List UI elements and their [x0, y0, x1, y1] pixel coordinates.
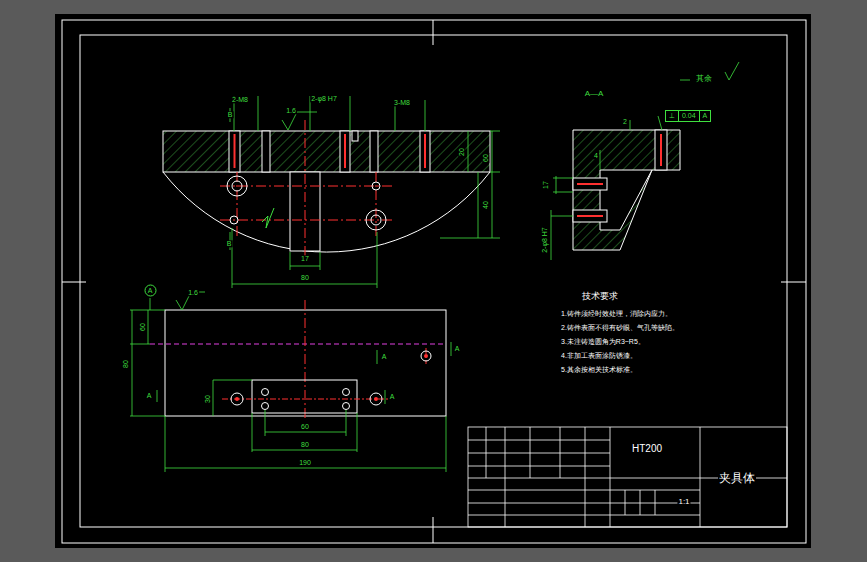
dimension: 60: [139, 322, 146, 332]
technical-note: 3.未注铸造圆角为R3~R5。: [560, 338, 646, 345]
view-mark: A: [146, 392, 153, 399]
section-mark: B: [227, 111, 234, 118]
roughness-value: 1.6: [187, 289, 199, 296]
dimension: 4: [593, 152, 599, 159]
plan-view: [130, 292, 451, 472]
dimension: 20: [458, 147, 465, 157]
dimension: 60: [300, 423, 310, 430]
dimension: 60: [482, 153, 489, 163]
notes-heading: 技术要求: [581, 292, 619, 301]
dimension: 17: [542, 180, 549, 190]
dimension: 40: [482, 200, 489, 210]
material-cell: HT200: [631, 444, 663, 455]
section-mark: B: [226, 240, 233, 247]
dimension: 30: [204, 394, 211, 404]
roughness-note: 其余: [695, 75, 713, 83]
dimension: 2-φ8 H7: [541, 226, 548, 254]
scale-cell: 1:1: [677, 498, 690, 506]
view-mark: A: [454, 345, 461, 352]
technical-note: 1.铸件须经时效处理，消除内应力。: [560, 310, 673, 317]
tolerance-frame: ⊥0.04A: [665, 110, 711, 122]
dimension: 80: [300, 274, 310, 281]
section-title: A—A: [584, 90, 605, 98]
node-text: 0.04: [678, 111, 699, 121]
technical-note: 2.铸件表面不得有砂眼、气孔等缺陷。: [560, 324, 680, 331]
node-text: A: [148, 287, 153, 294]
roughness-value: 1.6: [285, 107, 297, 114]
dimension: 190: [298, 459, 312, 466]
title-block: [468, 427, 787, 527]
section-view: [551, 62, 739, 260]
view-mark: A: [381, 353, 388, 360]
dimension: 3-M8: [393, 99, 411, 106]
dimension: 80: [300, 441, 310, 448]
dimension: 2-φ8 H7: [310, 95, 338, 102]
technical-note: 5.其余按相关技术标准。: [560, 366, 638, 373]
dimension: 2: [622, 118, 628, 125]
node-text: A: [699, 111, 711, 121]
view-mark: A: [389, 393, 396, 400]
part-name-cell: 夹具体: [718, 472, 756, 485]
dimension: 2-M8: [231, 96, 249, 103]
node-text: ⊥: [666, 111, 678, 121]
technical-note: 4.非加工表面涂防锈漆。: [560, 352, 638, 359]
dimension: 80: [122, 359, 129, 369]
drawing-sheet: [55, 14, 811, 548]
dimension: 17: [300, 255, 310, 262]
sheet-frame: [62, 20, 806, 543]
front-view: [163, 96, 500, 288]
datum-symbol: A: [144, 284, 157, 297]
